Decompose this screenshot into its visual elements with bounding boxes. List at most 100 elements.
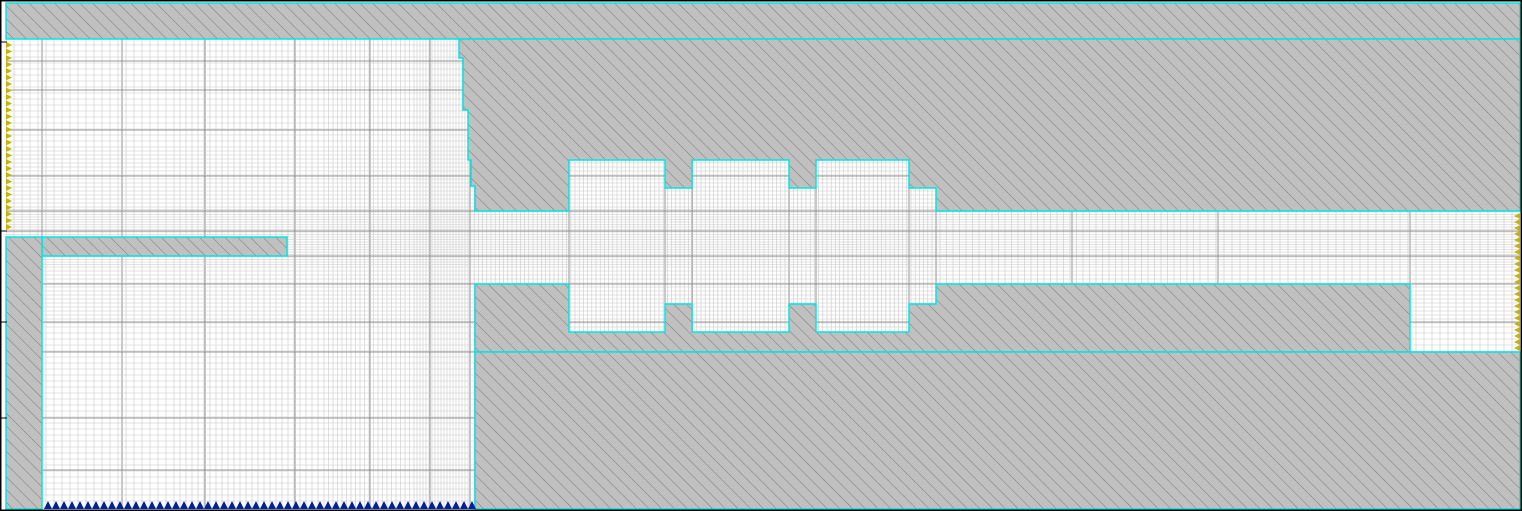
left-port-marker [6,107,12,113]
bottom-source-marker [124,501,132,509]
right-port-marker [1514,255,1520,261]
bottom-source-marker [148,501,156,509]
right-port-marker [1514,285,1520,291]
right-port-marker [1514,297,1520,303]
left-port-marker [6,61,12,68]
left-port-marker [6,94,12,100]
left-port-marker [6,48,12,55]
bottom-source-marker [204,501,212,509]
bottom-source-marker [372,501,380,509]
inner-coupling-bar[interactable] [41,236,288,257]
bottom-source-marker [100,501,108,509]
left-port-marker [6,113,12,120]
bottom-source-marker [172,501,180,509]
left-port-marker [6,159,12,165]
bottom-source-marker [460,501,468,509]
bottom-source-marker [436,501,444,509]
right-port-marker [1514,231,1520,237]
left-port-marker [6,165,12,172]
bottom-source-marker [140,501,148,509]
bottom-source-marker [236,501,244,509]
bottom-source-marker [132,501,140,509]
left-port-marker [6,100,12,107]
bottom-source-marker [252,501,260,509]
bottom-source-marker [308,501,316,509]
bottom-source-marker [284,501,292,509]
left-port-marker [6,152,12,159]
bottom-source-marker [164,501,172,509]
bottom-source-marker [92,501,100,509]
bottom-source-marker [180,501,188,509]
bottom-source-marker [300,501,308,509]
bottom-source-marker [156,501,164,509]
bottom-source-marker [380,501,388,509]
bottom-source-marker [364,501,372,509]
left-port-marker [6,211,12,217]
bottom-source-marker [68,501,76,509]
bottom-source-marker [452,501,460,509]
bottom-right-solid-block[interactable] [474,351,1521,510]
left-port-marker [6,191,12,198]
right-port-marker [1514,249,1520,255]
bottom-source-marker [260,501,268,509]
bottom-source-marker [412,501,420,509]
right-port-marker [1514,315,1520,321]
bottom-source-marker [44,501,52,509]
right-port-marker [1514,327,1520,333]
right-port-marker [1514,225,1520,231]
right-port-marker [1514,321,1520,327]
left-port-marker [6,185,12,191]
left-port-marker [6,55,12,61]
bottom-source-marker [116,501,124,509]
left-port-marker [6,126,12,133]
right-port-marker [1514,339,1520,345]
right-port-marker [1514,303,1520,309]
bottom-source-marker [420,501,428,509]
bottom-source-marker [332,501,340,509]
bottom-source-marker [108,501,116,509]
bottom-source-marker [188,501,196,509]
bottom-source-marker [388,501,396,509]
bottom-source-marker [444,501,452,509]
left-port-marker [6,198,12,204]
bottom-source-marker [276,501,284,509]
right-port-marker [1514,291,1520,297]
left-port-marker [6,74,12,81]
bottom-source-marker [268,501,276,509]
lower-iris-block[interactable] [474,283,1411,353]
left-port-marker [6,217,12,224]
bottom-source-marker [84,501,92,509]
upper-right-solid-block[interactable] [458,38,1521,212]
right-port-marker [1514,213,1520,219]
right-port-marker [1514,309,1520,315]
right-port-marker [1514,237,1520,243]
left-port-marker [6,68,12,74]
left-port-marker [6,146,12,152]
bottom-source-marker [76,501,84,509]
right-port-marker [1514,273,1520,279]
bottom-source-marker [196,501,204,509]
bottom-source-marker [220,501,228,509]
left-port-marker [6,87,12,94]
right-port-marker [1514,243,1520,249]
markers [6,42,1520,509]
bottom-source-marker [404,501,412,509]
left-port-marker [6,204,12,211]
left-port-marker [6,133,12,139]
top-solid-strip[interactable] [5,2,1521,40]
bottom-source-marker [244,501,252,509]
bottom-source-marker [356,501,364,509]
solid-regions [5,2,1521,510]
left-port-marker [6,178,12,185]
bottom-source-marker [52,501,60,509]
right-port-marker [1514,267,1520,273]
right-port-marker [1514,219,1520,225]
bottom-source-marker [428,501,436,509]
bottom-source-marker [396,501,404,509]
right-port-marker [1514,261,1520,267]
bottom-source-marker [292,501,300,509]
bottom-source-marker [60,501,68,509]
left-wall-solid[interactable] [5,236,43,510]
